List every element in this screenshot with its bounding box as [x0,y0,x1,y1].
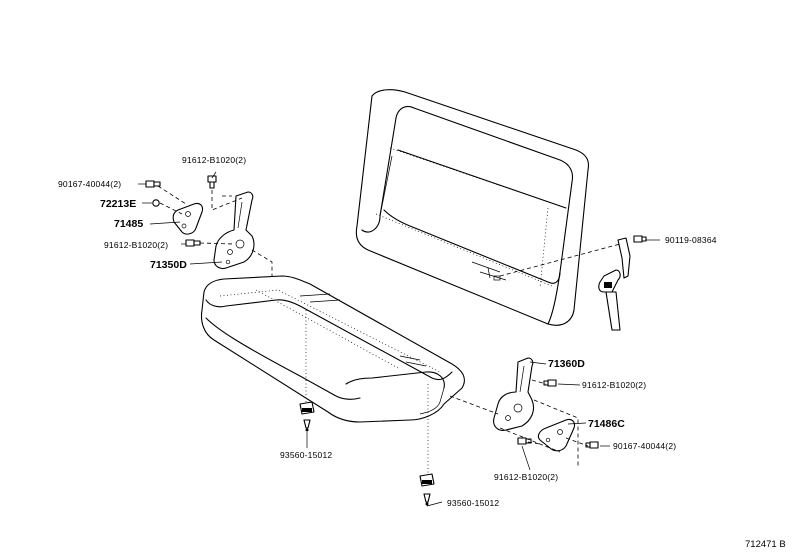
label-90119-08364: 90119-08364 [665,235,717,245]
label-90167-40044-left: 90167-40044(2) [58,179,121,189]
label-93560-15012-a: 93560-15012 [280,450,332,460]
bolt-icon [585,441,599,449]
drawing-id: 712471 B [745,539,786,550]
bolt-icon [185,239,201,247]
label-91612-b1020-top: 91612-B1020(2) [182,155,246,165]
leader-lines [138,171,660,507]
floor-clip-right [419,384,435,506]
seat-cushion [200,275,465,423]
label-71486c: 71486C [588,418,625,430]
floor-clip-left [299,310,315,432]
label-90167-40044-right: 90167-40044(2) [613,441,676,451]
label-71350d: 71350D [150,259,187,271]
bolt-icon [633,235,647,243]
label-71360d: 71360D [548,358,585,370]
label-71485: 71485 [114,218,143,230]
label-72213e: 72213E [100,198,136,210]
label-91612-b1020-bottom: 91612-B1020(2) [494,472,558,482]
seat-back [355,89,590,326]
bolt-icon [517,437,532,445]
right-hinge-assembly [449,357,599,466]
nut-icon [152,199,160,207]
bolt-icon [543,379,557,387]
label-91612-b1020-left: 91612-B1020(2) [104,240,168,250]
left-hinge-assembly [145,175,273,276]
seat-belt-anchor [499,235,647,331]
bolt-icon [207,175,217,189]
label-91612-b1020-right: 91612-B1020(2) [582,380,646,390]
part-labels: 91612-B1020(2) 90167-40044(2) 72213E 714… [58,155,786,550]
bolt-icon [145,180,161,188]
label-93560-15012-b: 93560-15012 [447,498,499,508]
